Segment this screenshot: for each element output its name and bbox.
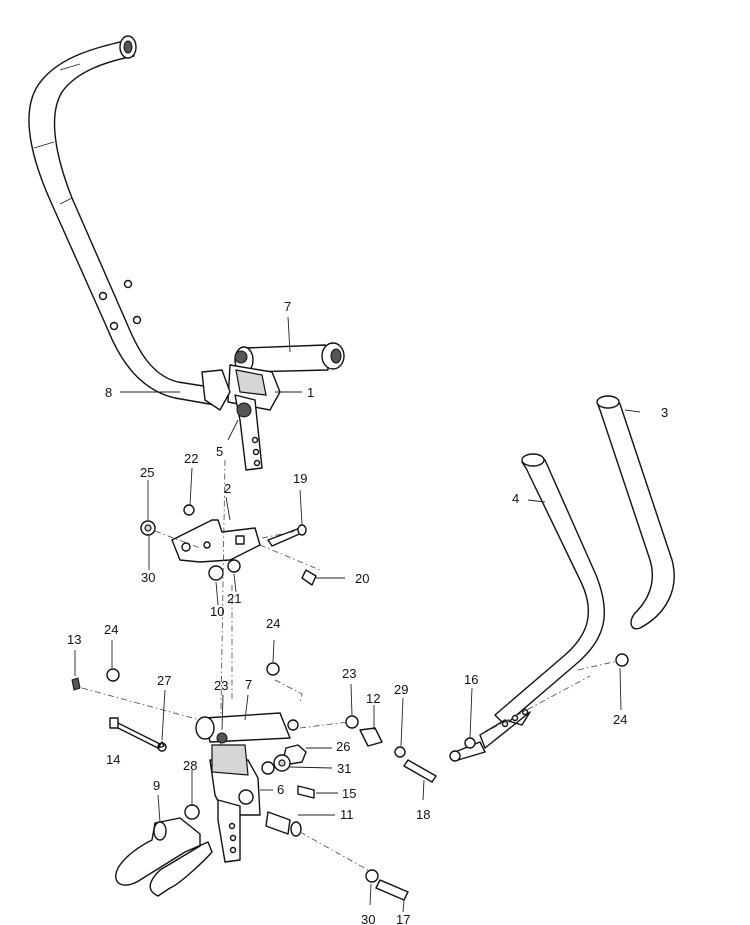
handle-bar-assembly <box>28 35 217 406</box>
callout-4: 4 <box>512 491 519 506</box>
callout-16: 16 <box>464 672 478 687</box>
callout-30-lower: 30 <box>361 912 375 925</box>
mid-bracket-assembly <box>140 504 321 586</box>
callout-6: 6 <box>277 782 284 797</box>
callout-15: 15 <box>342 786 356 801</box>
callout-19: 19 <box>293 471 307 486</box>
callout-5: 5 <box>216 444 223 459</box>
callout-13: 13 <box>67 632 81 647</box>
callout-29: 29 <box>394 682 408 697</box>
callout-28: 28 <box>183 758 197 773</box>
callout-31: 31 <box>337 761 351 776</box>
callout-24-right: 24 <box>613 712 627 727</box>
callout-22: 22 <box>184 451 198 466</box>
callout-2: 2 <box>224 481 231 496</box>
callout-24-mid: 24 <box>266 616 280 631</box>
callout-20: 20 <box>355 571 369 586</box>
callout-10: 10 <box>210 604 224 619</box>
callout-23-left: 23 <box>214 678 228 693</box>
callout-18: 18 <box>416 807 430 822</box>
callout-1: 1 <box>307 385 314 400</box>
callout-3: 3 <box>661 405 668 420</box>
damper-bracket-assembly-upper <box>201 342 345 471</box>
callout-11: 11 <box>340 807 354 822</box>
lower-assembly <box>71 459 629 901</box>
callout-labels: 1 2 3 4 5 6 7 7 8 9 10 11 12 13 14 15 16… <box>67 299 668 925</box>
leader-lines <box>74 316 641 913</box>
callout-8: 8 <box>105 385 112 400</box>
callout-23-right: 23 <box>342 666 356 681</box>
callout-12: 12 <box>366 691 380 706</box>
right-handle-bars <box>479 395 675 749</box>
callout-25: 25 <box>140 465 154 480</box>
callout-26: 26 <box>336 739 350 754</box>
callout-24-left: 24 <box>104 622 118 637</box>
callout-7-upper: 7 <box>284 299 291 314</box>
callout-17: 17 <box>396 912 410 925</box>
callout-14: 14 <box>106 752 120 767</box>
callout-27: 27 <box>157 673 171 688</box>
callout-30-upper: 30 <box>141 570 155 585</box>
callout-7-lower: 7 <box>245 677 252 692</box>
callout-9: 9 <box>153 778 160 793</box>
callout-21: 21 <box>227 591 241 606</box>
